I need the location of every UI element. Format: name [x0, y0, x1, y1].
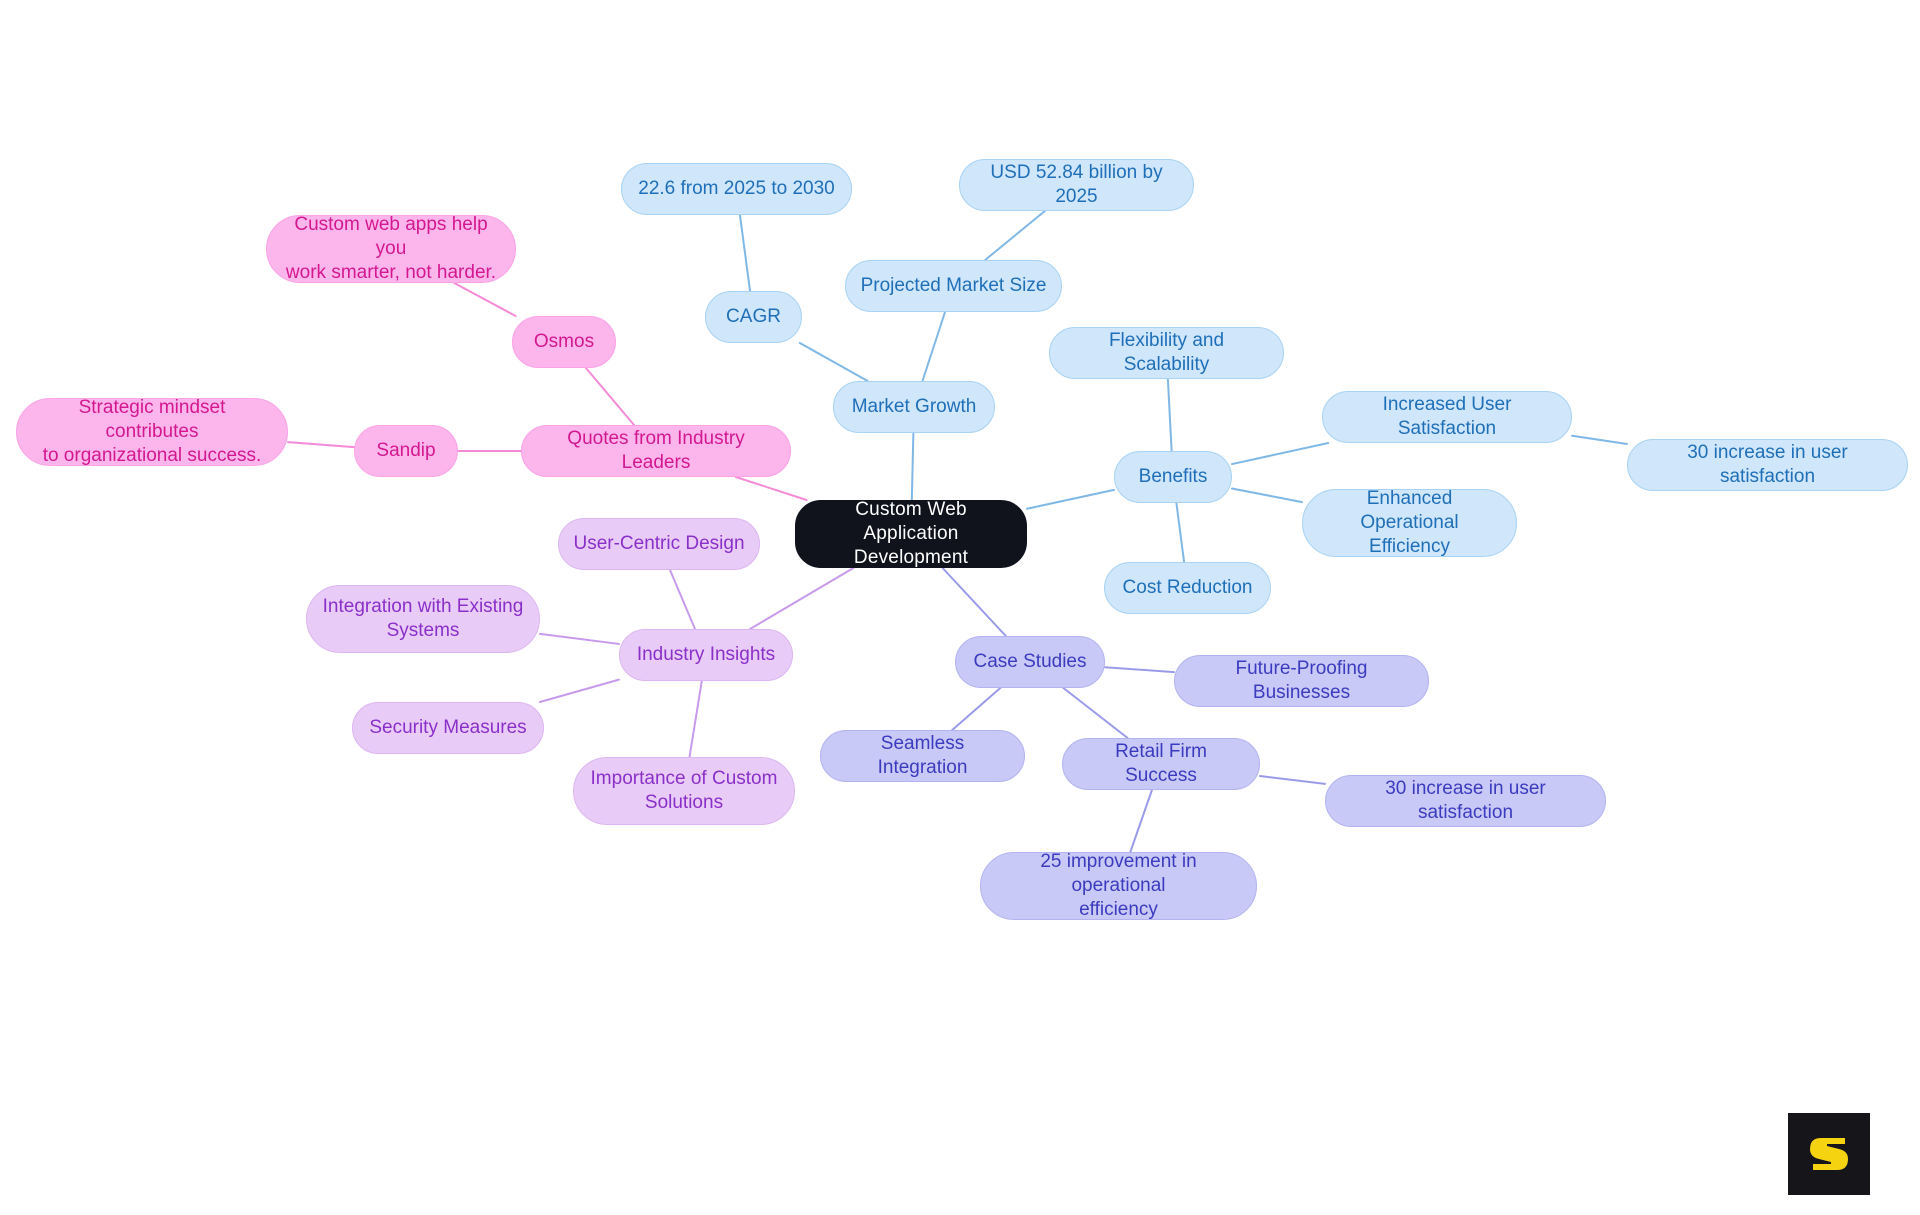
mindmap-node-ius_val[interactable]: 30 increase in user satisfaction	[1627, 439, 1908, 491]
mindmap-node-ucd[interactable]: User-Centric Design	[558, 518, 760, 570]
mindmap-node-retail_eff[interactable]: 25 improvement in operational efficiency	[980, 851, 1257, 920]
mindmap-node-pms[interactable]: Projected Market Size	[845, 260, 1062, 312]
mindmap-node-importance[interactable]: Importance of Custom Solutions	[573, 757, 795, 825]
mindmap-node-quotes[interactable]: Quotes from Industry Leaders	[521, 425, 791, 477]
mindmap-node-pms_val[interactable]: USD 52.84 billion by 2025	[959, 159, 1194, 211]
edge-quotes-to-osmos	[584, 367, 636, 426]
edge-root-to-cases	[941, 567, 1007, 637]
mindmap-root-node[interactable]: Custom Web Application Development	[795, 499, 1027, 568]
mindmap-node-seamless[interactable]: Seamless Integration	[820, 730, 1025, 782]
brand-logo	[1788, 1113, 1870, 1195]
mindmap-node-retail_ius[interactable]: 30 increase in user satisfaction	[1325, 775, 1606, 827]
brand-logo-icon	[1810, 1138, 1848, 1170]
mindmap-node-eoe[interactable]: Enhanced Operational Efficiency	[1302, 488, 1517, 557]
mindmap-node-benefits[interactable]: Benefits	[1114, 451, 1232, 503]
edge-ius-to-ius_val	[1571, 434, 1628, 445]
edge-cases-to-future	[1104, 666, 1175, 674]
edge-retail-to-retail_ius	[1259, 775, 1326, 785]
edge-cases-to-retail	[1062, 687, 1129, 739]
mindmap-node-cagr[interactable]: CAGR	[705, 291, 802, 343]
mindmap-node-security[interactable]: Security Measures	[352, 702, 544, 754]
edge-benefits-to-ius	[1231, 442, 1330, 466]
edge-insights-to-security	[538, 678, 620, 703]
mindmap-node-insights[interactable]: Industry Insights	[619, 629, 793, 681]
mindmap-node-osmos[interactable]: Osmos	[512, 316, 616, 368]
mindmap-node-cagr_val[interactable]: 22.6 from 2025 to 2030	[621, 163, 852, 215]
mindmap-node-future[interactable]: Future-Proofing Businesses	[1174, 655, 1429, 707]
edge-root-to-market	[910, 432, 915, 501]
mindmap-node-osmos_q[interactable]: Custom web apps help you work smarter, n…	[266, 214, 516, 283]
edge-cagr-to-cagr_val	[738, 214, 752, 292]
edge-benefits-to-flex	[1166, 378, 1173, 452]
edge-insights-to-integration	[539, 632, 620, 645]
edge-retail-to-retail_eff	[1129, 789, 1153, 853]
mindmap-node-flex[interactable]: Flexibility and Scalability	[1049, 327, 1284, 379]
edge-root-to-quotes	[734, 476, 808, 501]
edge-root-to-benefits	[1026, 488, 1115, 510]
edge-benefits-to-cost	[1175, 502, 1186, 563]
mindmap-node-ius[interactable]: Increased User Satisfaction	[1322, 391, 1572, 443]
edge-osmos-to-osmos_q	[453, 282, 517, 317]
edge-cases-to-seamless	[951, 687, 1002, 731]
edge-sandip-to-sandip_q	[287, 441, 355, 449]
edge-market-to-cagr	[798, 342, 869, 382]
edge-benefits-to-eoe	[1231, 487, 1303, 504]
mindmap-node-integration[interactable]: Integration with Existing Systems	[306, 585, 540, 653]
mindmap-node-sandip[interactable]: Sandip	[354, 425, 458, 477]
mindmap-node-market[interactable]: Market Growth	[833, 381, 995, 433]
mindmap-node-sandip_q[interactable]: Strategic mindset contributes to organiz…	[16, 397, 288, 466]
edge-insights-to-importance	[688, 680, 703, 758]
edge-pms-to-pms_val	[984, 210, 1046, 261]
edge-root-to-insights	[749, 567, 855, 630]
mindmap-node-retail[interactable]: Retail Firm Success	[1062, 738, 1260, 790]
mindmap-node-cases[interactable]: Case Studies	[955, 636, 1105, 688]
edge-insights-to-ucd	[669, 569, 696, 630]
edge-market-to-pms	[921, 311, 947, 382]
mindmap-node-cost[interactable]: Cost Reduction	[1104, 562, 1271, 614]
